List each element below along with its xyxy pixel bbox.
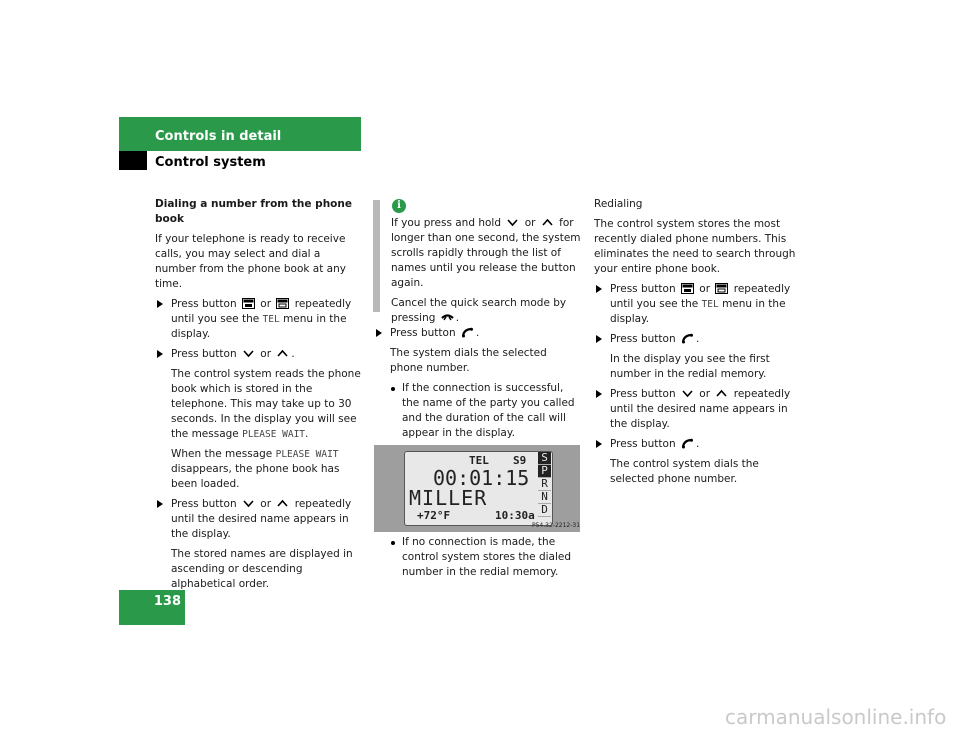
step: Press button . bbox=[594, 437, 802, 452]
display-signal: S9 bbox=[513, 454, 527, 467]
redial-heading: Redialing bbox=[594, 198, 643, 210]
step: Press button . bbox=[594, 332, 802, 347]
paragraph: In the display you see the first number … bbox=[610, 353, 770, 380]
step-arrow-icon bbox=[376, 329, 382, 337]
left-column: Dialing a number from the phone book If … bbox=[155, 197, 363, 597]
menu-next-button-icon bbox=[715, 283, 728, 294]
step-arrow-icon bbox=[157, 500, 163, 508]
gear-n: N bbox=[538, 491, 551, 504]
call-answer-button-icon bbox=[681, 333, 694, 344]
bullet-item: If no connection is made, the control sy… bbox=[374, 535, 580, 580]
scroll-down-button-icon bbox=[242, 348, 255, 359]
chapter-title: Controls in detail bbox=[155, 129, 282, 144]
paragraph: The control system dials the selected ph… bbox=[610, 458, 759, 485]
step: Press button or . bbox=[155, 347, 363, 362]
middle-column-bottom: If no connection is made, the control sy… bbox=[374, 535, 580, 585]
phonebook-intro: If your telephone is ready to receive ca… bbox=[155, 233, 346, 290]
scroll-up-button-icon bbox=[276, 498, 289, 509]
menu-next-button-icon bbox=[276, 298, 289, 309]
step-arrow-icon bbox=[596, 440, 602, 448]
step-arrow-icon bbox=[596, 335, 602, 343]
step-arrow-icon bbox=[157, 350, 163, 358]
scroll-up-button-icon bbox=[541, 217, 554, 228]
figure-id: P54.32-2212-31 bbox=[532, 522, 581, 529]
menu-prev-button-icon bbox=[242, 298, 255, 309]
paragraph: The control system reads the phone book … bbox=[171, 368, 361, 440]
watermark[interactable]: carmanualsonline.info bbox=[725, 705, 947, 729]
info-box: If you press and hold or for longer than… bbox=[391, 216, 581, 331]
paragraph: The stored names are displayed in ascend… bbox=[171, 548, 353, 590]
middle-column: Press button . The system dials the sele… bbox=[374, 326, 580, 446]
info-sidebar bbox=[373, 200, 380, 312]
info-paragraph: Cancel the quick search mode by pressing… bbox=[391, 297, 567, 324]
paragraph: When the message PLEASE WAIT disappears,… bbox=[171, 448, 340, 490]
display-call-timer: 00:01:15 bbox=[433, 466, 530, 490]
redial-intro: The control system stores the most recen… bbox=[594, 218, 796, 275]
gear-r: R bbox=[538, 478, 551, 491]
bullet-icon bbox=[391, 387, 395, 391]
call-end-button-icon bbox=[441, 312, 454, 323]
display-caller-name: MILLER bbox=[409, 486, 488, 510]
info-paragraph: If you press and hold or for longer than… bbox=[391, 217, 581, 289]
gear-p: P bbox=[538, 465, 551, 478]
step-arrow-icon bbox=[157, 300, 163, 308]
phonebook-heading: Dialing a number from the phone book bbox=[155, 198, 352, 225]
step: Press button . bbox=[374, 326, 580, 341]
page-number-box bbox=[119, 590, 185, 625]
step: Press button or repeatedly until the des… bbox=[155, 497, 363, 542]
display-tel: TEL bbox=[469, 454, 489, 467]
step-arrow-icon bbox=[596, 390, 602, 398]
step-arrow-icon bbox=[596, 285, 602, 293]
step: Press button or repeatedly until you see… bbox=[594, 282, 802, 327]
section-marker bbox=[119, 151, 147, 170]
step: Press button or repeatedly until you see… bbox=[155, 297, 363, 342]
bullet-icon bbox=[391, 541, 395, 545]
step: Press button or repeatedly until the des… bbox=[594, 387, 802, 432]
scroll-up-button-icon bbox=[715, 388, 728, 399]
multifunction-display: TEL S9 00:01:15 MILLER +72°F 10:30a bbox=[404, 451, 553, 526]
call-answer-button-icon bbox=[681, 438, 694, 449]
page-number: 138 bbox=[153, 594, 181, 609]
section-title: Control system bbox=[155, 155, 266, 170]
right-column: Redialing The control system stores the … bbox=[594, 197, 802, 492]
scroll-down-button-icon bbox=[681, 388, 694, 399]
call-answer-button-icon bbox=[461, 327, 474, 338]
info-icon: i bbox=[392, 199, 406, 213]
menu-prev-button-icon bbox=[681, 283, 694, 294]
scroll-down-button-icon bbox=[506, 217, 519, 228]
display-clock: 10:30a bbox=[495, 509, 535, 522]
gear-d: D bbox=[538, 504, 551, 517]
display-temperature: +72°F bbox=[417, 509, 451, 522]
scroll-down-button-icon bbox=[242, 498, 255, 509]
paragraph: The system dials the selected phone numb… bbox=[390, 347, 547, 374]
header-bar bbox=[119, 117, 361, 151]
bullet-item: If the connection is successful, the nam… bbox=[374, 381, 580, 441]
gear-indicator: S P R N D bbox=[538, 452, 551, 522]
scroll-up-button-icon bbox=[276, 348, 289, 359]
gear-s: S bbox=[538, 452, 551, 465]
